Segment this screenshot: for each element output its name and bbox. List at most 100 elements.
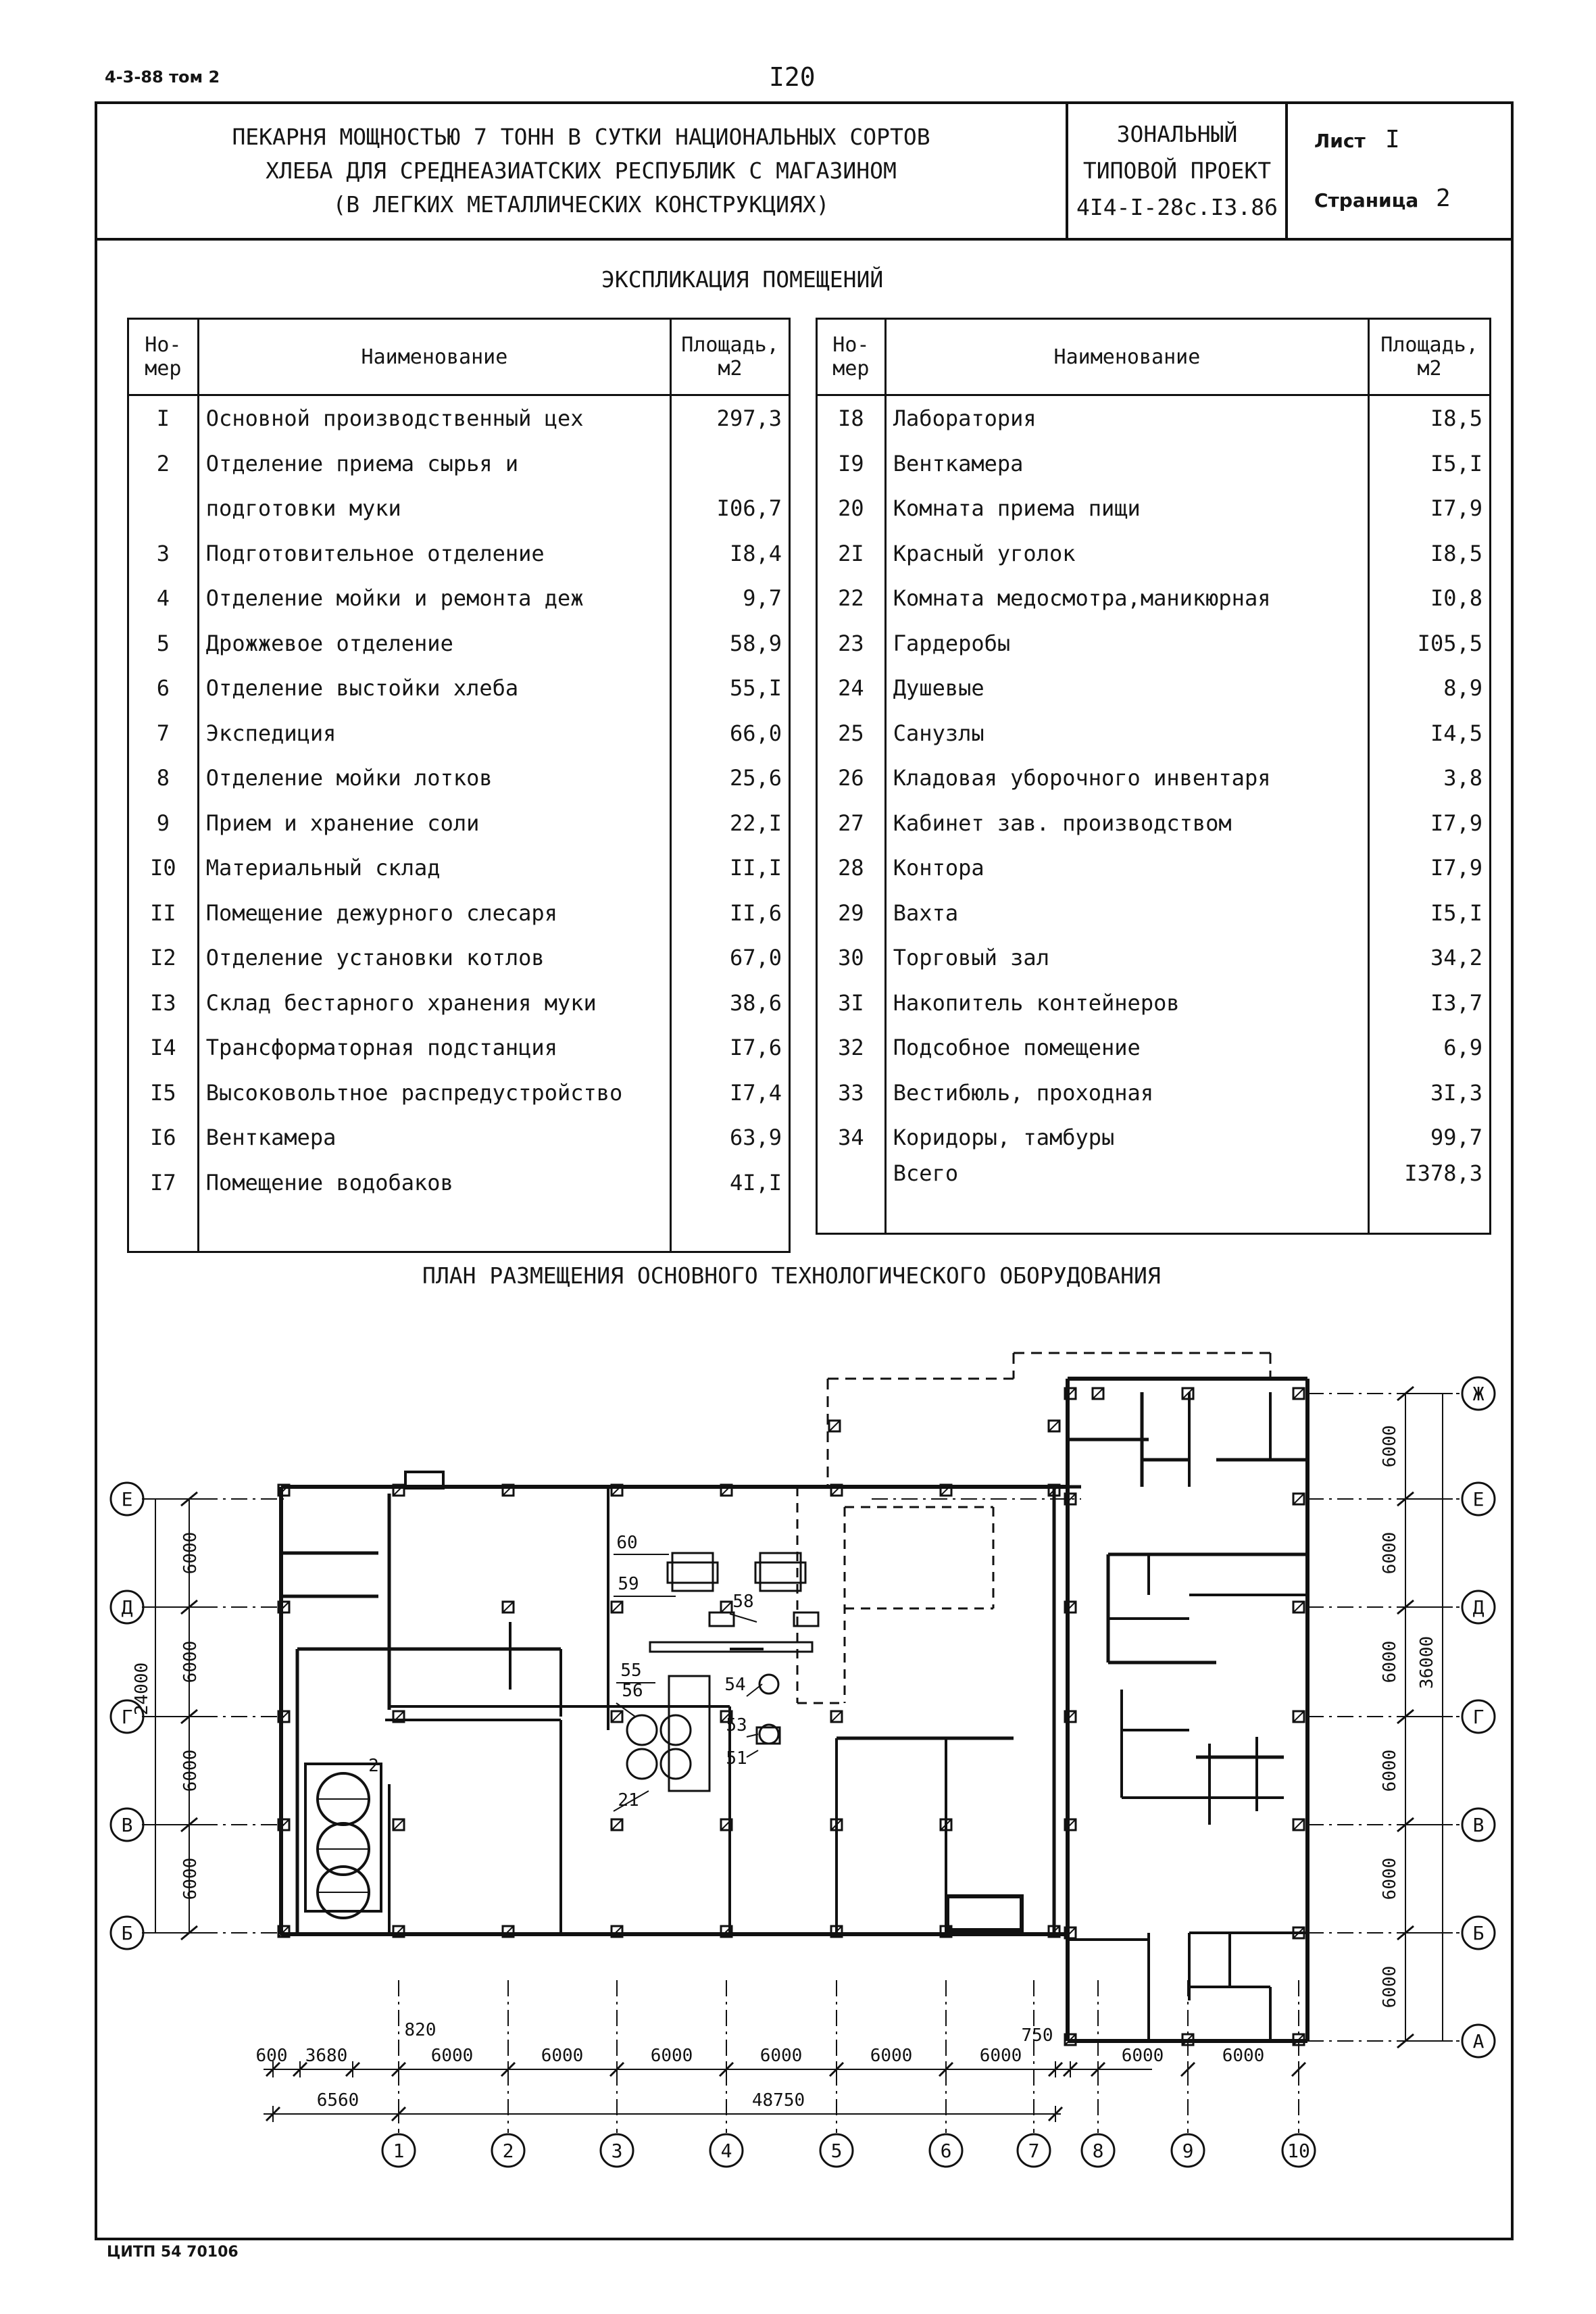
dimension-text: 6000 xyxy=(431,2046,474,2066)
dimension-tick xyxy=(1397,2033,1414,2049)
axis-label: 8 xyxy=(1093,2140,1104,2162)
dimension-text: 6000 xyxy=(1122,2046,1164,2066)
room-number: 2I xyxy=(816,531,887,576)
spacer-cell xyxy=(197,1205,672,1253)
room-area: I5,I xyxy=(1368,890,1491,935)
room-name: Подсобное помещение xyxy=(884,1025,1370,1070)
room-number: 3I xyxy=(816,980,887,1025)
room-number: 30 xyxy=(816,935,887,981)
room-number: 27 xyxy=(816,800,887,845)
room-area: 38,6 xyxy=(670,980,791,1025)
room-number: 23 xyxy=(816,620,887,666)
room-name: Комната приема пищи xyxy=(884,486,1370,531)
dimension-text: 36000 xyxy=(1417,1636,1437,1689)
structural-column xyxy=(501,1600,515,1614)
structural-column xyxy=(828,1419,841,1433)
room-name: Основной производственный цех xyxy=(197,395,672,441)
room-name: Отделение мойки и ремонта деж xyxy=(197,576,672,621)
dimension-tick xyxy=(1047,2106,1064,2122)
leader-line xyxy=(746,1750,759,1758)
total-value: I378,3 xyxy=(1368,1160,1491,1187)
axis-bubble xyxy=(709,2133,744,2168)
total-label: Всего xyxy=(884,1160,1370,1187)
room-name: Кладовая уборочного инвентаря xyxy=(884,756,1370,801)
table-spacer-row xyxy=(816,1187,1491,1235)
dimension-tick xyxy=(180,1491,198,1507)
room-number: 34 xyxy=(816,1115,887,1160)
explication-title: ЭКСПЛИКАЦИЯ ПОМЕЩЕНИЙ xyxy=(601,266,884,293)
room-number: I5 xyxy=(127,1070,199,1115)
axis-bubble xyxy=(381,2133,416,2168)
dimension-tick xyxy=(180,1925,198,1941)
structural-column xyxy=(1292,1387,1305,1400)
room-number: I xyxy=(127,395,199,441)
axis-label: В xyxy=(1473,1814,1485,1836)
room-name: Помещение дежурного слесаря xyxy=(197,890,672,935)
room-area: 34,2 xyxy=(1368,935,1491,981)
room-number: 2 xyxy=(127,441,199,486)
equipment-kneader xyxy=(666,1561,719,1584)
structural-column xyxy=(1047,1419,1061,1433)
project-code: 4I4-I-28с.I3.86 xyxy=(1076,194,1278,220)
axis-bubble xyxy=(1461,1699,1496,1734)
structural-column xyxy=(830,1710,843,1723)
dimension-tick xyxy=(180,1817,198,1833)
structural-column xyxy=(1064,1818,1077,1831)
room-area: 63,9 xyxy=(670,1115,791,1160)
dimension-text: 820 xyxy=(405,2020,437,2040)
dimension-tick xyxy=(265,2106,281,2122)
structural-column xyxy=(830,1925,843,1938)
room-area: 8,9 xyxy=(1368,666,1491,711)
dimension-text: 24000 xyxy=(132,1663,152,1715)
axis-bubble xyxy=(1461,1590,1496,1625)
axis-bubble xyxy=(1461,1481,1496,1517)
structural-column xyxy=(1181,1387,1195,1400)
structural-column xyxy=(1064,1387,1077,1400)
structural-column xyxy=(277,1483,291,1497)
axis-bubble xyxy=(109,1915,145,1950)
dimension-tick xyxy=(265,2061,281,2077)
structural-column xyxy=(610,1710,624,1723)
room-area: I4,5 xyxy=(1368,710,1491,756)
room-number: I3 xyxy=(127,980,199,1025)
room-name: Трансформаторная подстанция xyxy=(197,1025,672,1070)
dimension-text: 6000 xyxy=(1380,1858,1400,1900)
room-area: II,I xyxy=(670,845,791,891)
doc-code: 4-3-88 том 2 xyxy=(105,68,220,87)
room-area: 25,6 xyxy=(670,756,791,801)
dimension-text: 6000 xyxy=(180,1858,201,1900)
axis-bubble xyxy=(109,1807,145,1842)
dimension-text: 6000 xyxy=(651,2046,693,2066)
room-name: Комната медосмотра,маникюрная xyxy=(884,576,1370,621)
room-area: I0,8 xyxy=(1368,576,1491,621)
axis-label: А xyxy=(1473,2030,1485,2052)
room-name: Контора xyxy=(884,845,1370,891)
room-area: I05,5 xyxy=(1368,620,1491,666)
axis-bubble xyxy=(1461,1376,1496,1411)
dimension-text: 6000 xyxy=(180,1641,201,1683)
dimension-text: 6000 xyxy=(1380,1641,1400,1683)
dimension-text: 6000 xyxy=(1380,1966,1400,2009)
room-area: 3,8 xyxy=(1368,756,1491,801)
structural-column xyxy=(1292,1600,1305,1614)
header-area: Площадь,м2 xyxy=(670,318,791,396)
structural-column xyxy=(277,1818,291,1831)
leader-line xyxy=(746,1733,759,1738)
room-number: II xyxy=(127,890,199,935)
project-type-line: ЗОНАЛЬНЫЙ xyxy=(1116,121,1238,147)
spacer-cell xyxy=(884,1187,1370,1235)
equipment-divider-icon xyxy=(659,1748,692,1780)
axis-bubble xyxy=(1461,1915,1496,1950)
room-name: Кабинет зав. производством xyxy=(884,800,1370,845)
